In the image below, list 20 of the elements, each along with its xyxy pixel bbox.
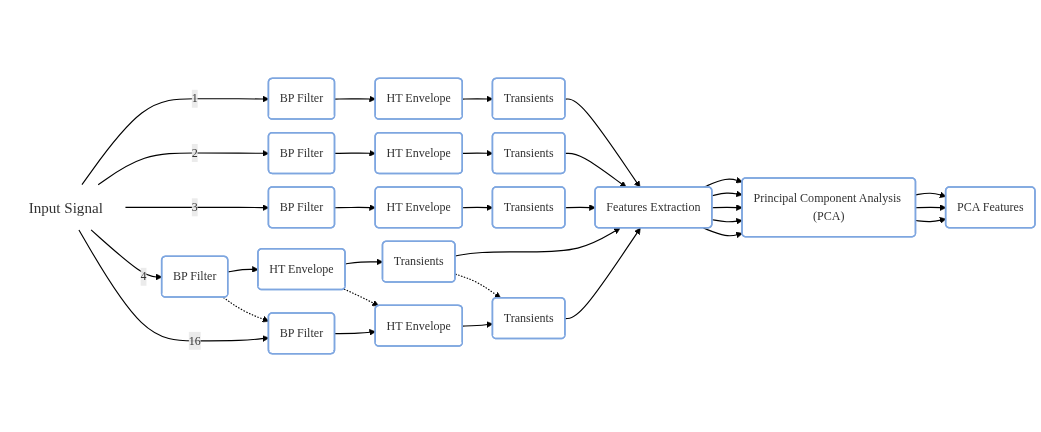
arrow	[334, 149, 376, 157]
arrow	[454, 227, 621, 257]
edge-label: 2	[191, 146, 198, 160]
arrow	[334, 95, 376, 103]
arrow	[711, 204, 743, 211]
arrow	[564, 152, 627, 188]
edge-label: 3	[191, 200, 198, 214]
edge-label: 4	[140, 269, 147, 283]
arrow	[343, 288, 379, 307]
arrow	[564, 98, 641, 188]
arrow	[334, 204, 376, 211]
arrow	[564, 204, 596, 211]
arrow	[711, 218, 743, 225]
arrow	[702, 227, 743, 239]
arrow	[334, 329, 376, 336]
edge-label: 1	[191, 91, 198, 105]
node-text: Input Signal	[28, 199, 103, 216]
edge-label: 16	[188, 334, 201, 347]
arrow	[564, 227, 641, 320]
arrow	[711, 190, 743, 198]
